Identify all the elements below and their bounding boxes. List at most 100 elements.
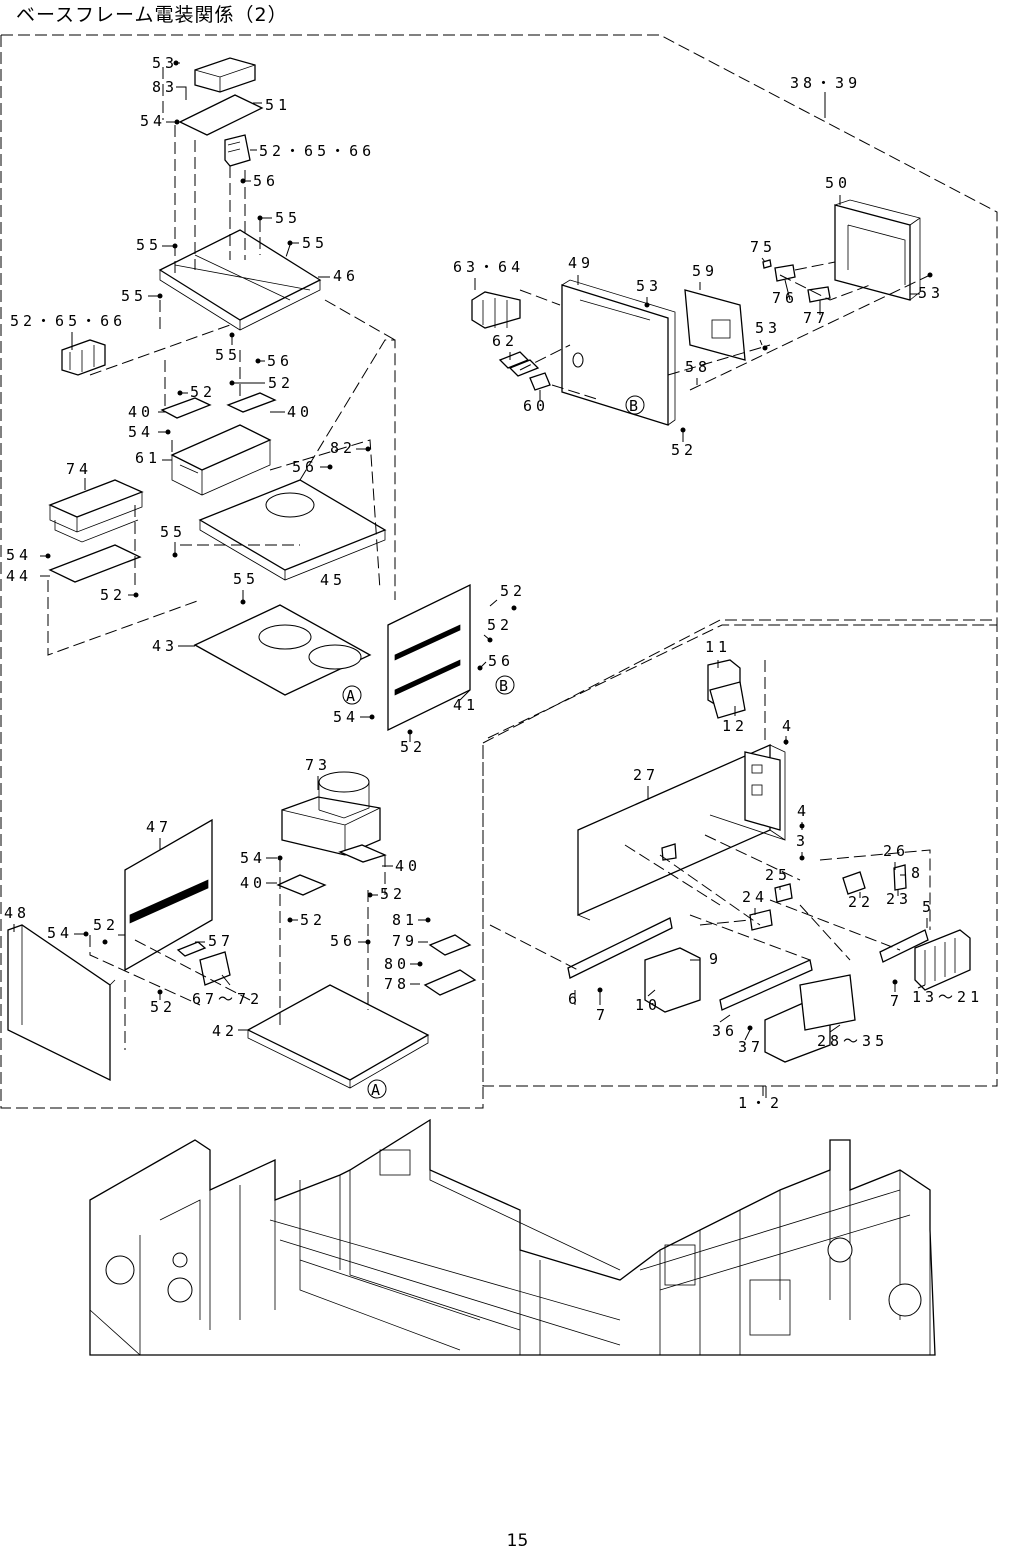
upper-left-leader-lines bbox=[47, 67, 396, 656]
callout-50: 50 bbox=[825, 174, 851, 192]
callout-36: 36 bbox=[712, 1022, 738, 1040]
control-box-parts bbox=[567, 659, 971, 1063]
ref-circle-a-upper bbox=[342, 685, 362, 705]
callout-53: 53 bbox=[152, 54, 178, 72]
callout-63-64: 63・64 bbox=[453, 258, 524, 276]
callout-51: 51 bbox=[265, 96, 291, 114]
callout-44: 44 bbox=[6, 567, 32, 585]
callout-22: 22 bbox=[848, 893, 874, 911]
callout-40: 40 bbox=[395, 857, 421, 875]
callout-6: 6 bbox=[568, 990, 581, 1008]
ref-circle-a-upper-label: A bbox=[346, 687, 359, 705]
callout-75: 75 bbox=[750, 238, 776, 256]
callout-52: 52 bbox=[487, 616, 513, 634]
callout-79: 79 bbox=[392, 932, 418, 950]
callout-56: 56 bbox=[267, 352, 293, 370]
page-number: 15 bbox=[506, 1531, 529, 1551]
ref-circle-a-lower bbox=[367, 1079, 387, 1099]
callout-53: 53 bbox=[918, 284, 944, 302]
callout-78: 78 bbox=[384, 975, 410, 993]
ref-circle-b-upper bbox=[625, 395, 645, 415]
callout-76: 76 bbox=[772, 289, 798, 307]
right-assembly-boundary bbox=[482, 619, 998, 1087]
callout-58: 58 bbox=[685, 358, 711, 376]
callout-54: 54 bbox=[47, 924, 73, 942]
callout-82: 82 bbox=[330, 439, 356, 457]
callout-7: 7 bbox=[890, 992, 903, 1010]
callout-67-72: 67～72 bbox=[192, 990, 263, 1008]
callout-numbers: 53 83 51 54 52・65・66 56 55 55 55 46 55 5… bbox=[4, 54, 983, 1056]
callout-80: 80 bbox=[384, 955, 410, 973]
callout-52: 52 bbox=[400, 738, 426, 756]
callout-8: 8 bbox=[911, 864, 924, 882]
right-assembly-boundary-inner bbox=[487, 624, 997, 739]
callout-40: 40 bbox=[240, 874, 266, 892]
callout-57: 57 bbox=[208, 932, 234, 950]
callout-52-65-66: 52・65・66 bbox=[10, 312, 126, 330]
callout-49: 49 bbox=[568, 254, 594, 272]
callout-41: 41 bbox=[453, 696, 479, 714]
callout-52: 52 bbox=[100, 586, 126, 604]
upper-right-leader-lines bbox=[519, 261, 931, 401]
callout-9: 9 bbox=[709, 950, 722, 968]
callout-56: 56 bbox=[292, 458, 318, 476]
callout-74: 74 bbox=[66, 460, 92, 478]
callout-56: 56 bbox=[488, 652, 514, 670]
callout-4: 4 bbox=[782, 717, 795, 735]
callout-55: 55 bbox=[160, 523, 186, 541]
callout-52: 52 bbox=[190, 383, 216, 401]
base-frame-drawing bbox=[89, 1118, 936, 1356]
callout-55: 55 bbox=[233, 570, 259, 588]
callout-55: 55 bbox=[275, 209, 301, 227]
callout-77: 77 bbox=[803, 309, 829, 327]
callout-43: 43 bbox=[152, 637, 178, 655]
callout-45: 45 bbox=[320, 571, 346, 589]
callout-46: 46 bbox=[333, 267, 359, 285]
lower-left-leader-lines bbox=[89, 855, 386, 1050]
callout-12: 12 bbox=[722, 717, 748, 735]
callout-54: 54 bbox=[240, 849, 266, 867]
callout-52: 52 bbox=[380, 885, 406, 903]
callout-55: 55 bbox=[302, 234, 328, 252]
callout-27: 27 bbox=[633, 766, 659, 784]
callout-11: 11 bbox=[705, 638, 731, 656]
callout-60: 60 bbox=[523, 397, 549, 415]
callout-7: 7 bbox=[596, 1006, 609, 1024]
lower-left-parts bbox=[7, 771, 477, 1089]
callout-54: 54 bbox=[6, 546, 32, 564]
callout-53: 53 bbox=[636, 277, 662, 295]
callout-55: 55 bbox=[121, 287, 147, 305]
callout-61: 61 bbox=[135, 449, 161, 467]
callout-53: 53 bbox=[755, 319, 781, 337]
callout-52: 52 bbox=[500, 582, 526, 600]
callout-10: 10 bbox=[635, 996, 661, 1014]
callout-81: 81 bbox=[392, 911, 418, 929]
callout-56: 56 bbox=[330, 932, 356, 950]
callout-54: 54 bbox=[128, 423, 154, 441]
callout-56: 56 bbox=[253, 172, 279, 190]
callout-83: 83 bbox=[152, 78, 178, 96]
callout-52: 52 bbox=[93, 916, 119, 934]
callout-37: 37 bbox=[738, 1038, 764, 1056]
callout-54: 54 bbox=[140, 112, 166, 130]
callout-47: 47 bbox=[146, 818, 172, 836]
callout-52: 52 bbox=[671, 441, 697, 459]
callout-23: 23 bbox=[886, 890, 912, 908]
ref-circle-b-upper-label: B bbox=[629, 397, 642, 415]
callout-25: 25 bbox=[765, 866, 791, 884]
callout-28-35: 28～35 bbox=[817, 1032, 888, 1050]
callout-54: 54 bbox=[333, 708, 359, 726]
callout-52: 52 bbox=[268, 374, 294, 392]
callout-52-65-66: 52・65・66 bbox=[259, 142, 375, 160]
callout-55: 55 bbox=[136, 236, 162, 254]
callout-73: 73 bbox=[305, 756, 331, 774]
upper-left-parts bbox=[48, 57, 471, 732]
box-label-1-2: 1・2 bbox=[738, 1094, 783, 1112]
callout-3: 3 bbox=[796, 832, 809, 850]
control-box-leader-lines bbox=[489, 660, 931, 971]
callout-4: 4 bbox=[797, 802, 810, 820]
callout-13-21: 13～21 bbox=[912, 988, 983, 1006]
callout-24: 24 bbox=[742, 888, 768, 906]
box-label-38-39: 38・39 bbox=[790, 74, 861, 92]
